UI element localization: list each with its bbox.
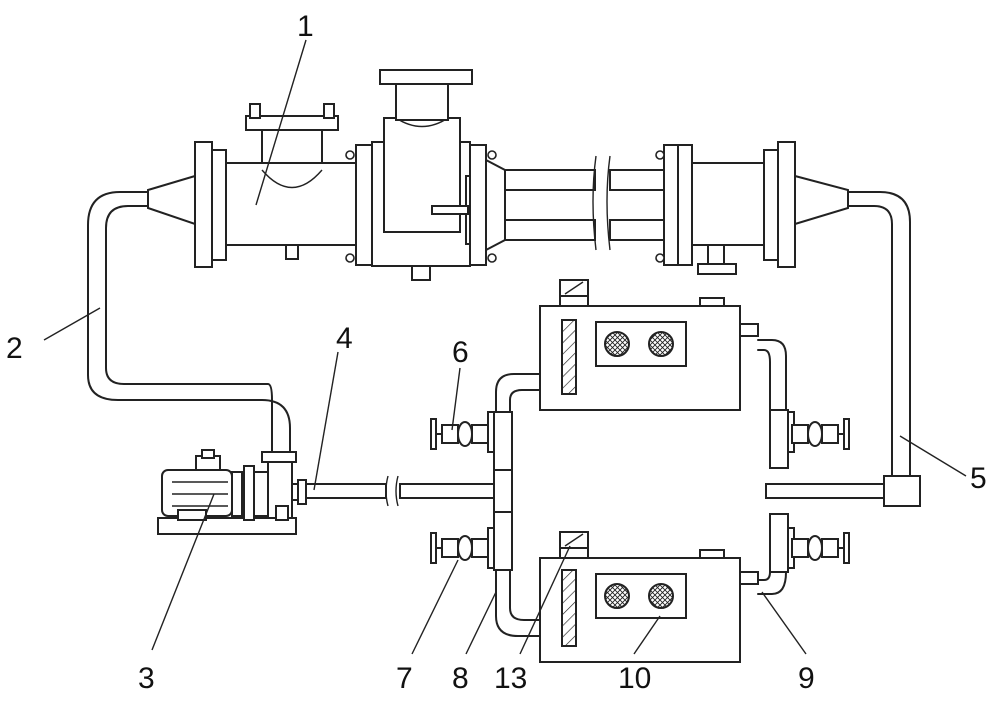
label-5: 5	[970, 462, 987, 495]
right-pipe-body	[692, 163, 764, 245]
pipe-5	[848, 192, 910, 478]
label-9: 9	[798, 662, 815, 695]
label-8: 8	[452, 662, 469, 695]
label-3: 3	[138, 662, 155, 695]
label-4: 4	[336, 322, 353, 355]
left-flange	[195, 142, 212, 267]
valve-7[interactable]	[431, 533, 488, 563]
pipe-5-connector	[884, 476, 920, 506]
right-reducer	[795, 176, 848, 224]
left-pipe-body	[226, 163, 356, 245]
main-pipeline	[148, 70, 848, 280]
label-13: 13	[494, 662, 527, 695]
label-1: 1	[297, 10, 314, 43]
valve-right-upper[interactable]	[792, 419, 849, 449]
label-7: 7	[396, 662, 413, 695]
pump-unit	[158, 450, 306, 534]
valve-right-lower[interactable]	[792, 533, 849, 563]
label-10: 10	[618, 662, 651, 695]
left-manifold	[488, 374, 540, 636]
upper-tank	[540, 280, 758, 410]
left-reducer	[148, 176, 195, 224]
label-6: 6	[452, 336, 469, 369]
valve-6[interactable]	[431, 419, 488, 449]
pipe-4	[306, 476, 496, 506]
lower-tank	[540, 532, 758, 662]
label-2: 2	[6, 332, 23, 365]
